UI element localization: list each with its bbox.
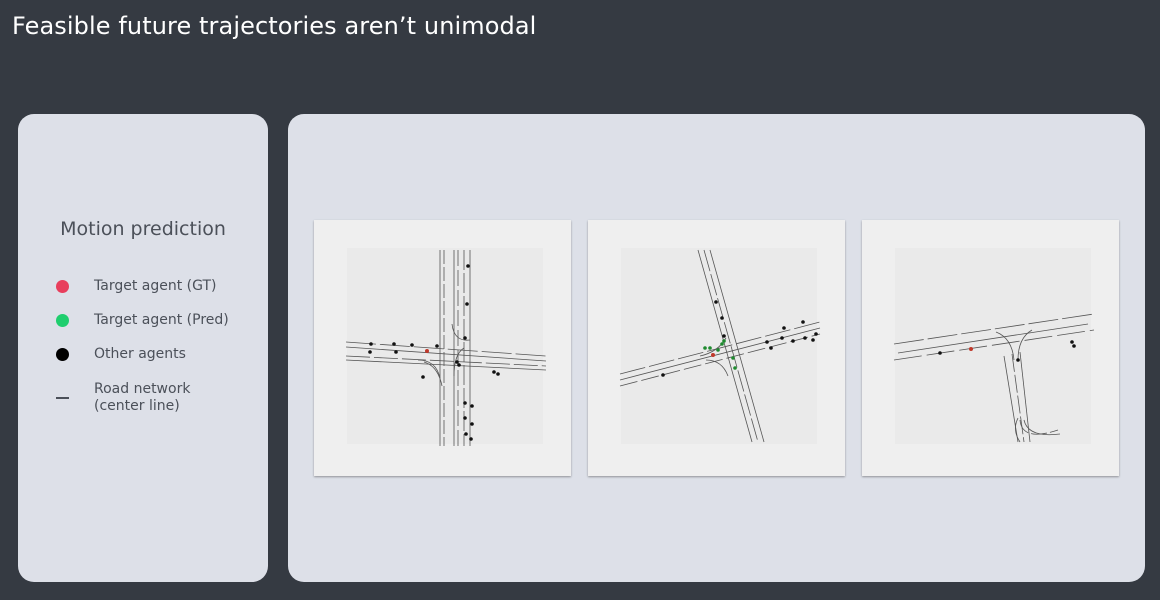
- scene-four-way-intersection: [314, 220, 571, 476]
- legend-item-target-pred: Target agent (Pred): [56, 312, 229, 329]
- target-agent-gt: [425, 349, 429, 353]
- other-agent-dot-icon: [56, 348, 69, 361]
- road-network: [345, 250, 547, 446]
- scene-1-drawing: [345, 248, 547, 446]
- road-network: [893, 313, 1095, 443]
- legend-label: Target agent (GT): [94, 278, 217, 294]
- scene-diagonal-crossing: [588, 220, 845, 476]
- target-agent-gt: [969, 347, 973, 351]
- road-network: [619, 249, 821, 443]
- target-gt-dot-icon: [56, 280, 69, 293]
- scene-t-junction: [862, 220, 1119, 476]
- scene-3-drawing: [893, 248, 1095, 444]
- legend-item-target-gt: Target agent (GT): [56, 278, 216, 295]
- legend-item-other-agents: Other agents: [56, 346, 186, 363]
- legend-label: Target agent (Pred): [94, 312, 229, 328]
- target-pred-dot-icon: [56, 314, 69, 327]
- other-agents: [368, 264, 500, 441]
- legend-title: Motion prediction: [60, 218, 226, 240]
- other-agents: [938, 340, 1076, 362]
- road-line-icon: [56, 397, 69, 399]
- predicted-trajectory-points: [703, 339, 737, 370]
- legend-label: Other agents: [94, 346, 186, 362]
- legend-label: Road network (center line): [94, 381, 191, 414]
- target-agent-gt: [711, 353, 715, 357]
- scenes-panel: [288, 114, 1145, 582]
- scene-2-drawing: [619, 248, 821, 444]
- legend-item-road-network: Road network (center line): [56, 381, 190, 415]
- legend-panel: Motion prediction Target agent (GT) Targ…: [18, 114, 268, 582]
- other-agents: [661, 300, 818, 377]
- slide-title: Feasible future trajectories aren’t unim…: [12, 12, 537, 40]
